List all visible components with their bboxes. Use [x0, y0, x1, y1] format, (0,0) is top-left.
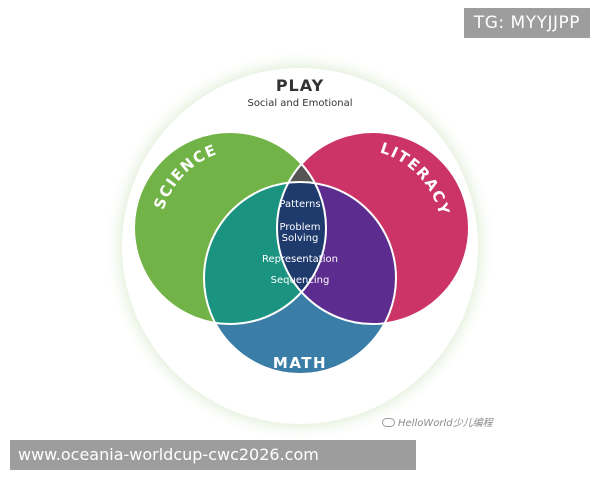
watermark-text: HelloWorld少儿编程	[398, 418, 493, 429]
wechat-icon	[382, 418, 395, 427]
center-item-patterns: Patterns	[279, 199, 320, 210]
math-outline	[203, 181, 397, 375]
literacy-outline	[276, 131, 470, 325]
play-subtitle: Social and Emotional	[247, 98, 352, 109]
watermark: HelloWorld少儿编程	[382, 414, 493, 429]
center-item-problem: Problem	[280, 222, 321, 233]
center-item-representation: Representation	[262, 254, 338, 265]
center-overlap	[277, 182, 326, 324]
play-title: PLAY	[276, 76, 324, 95]
center-item-sequencing: Sequencing	[271, 275, 330, 286]
center-item-solving: Solving	[282, 233, 319, 244]
science-outline	[133, 131, 327, 325]
bottom-banner: www.oceania-worldcup-cwc2026.com	[10, 440, 416, 470]
top-banner: TG: MYYJJPP	[463, 8, 590, 38]
math-label: MATH	[273, 354, 327, 372]
